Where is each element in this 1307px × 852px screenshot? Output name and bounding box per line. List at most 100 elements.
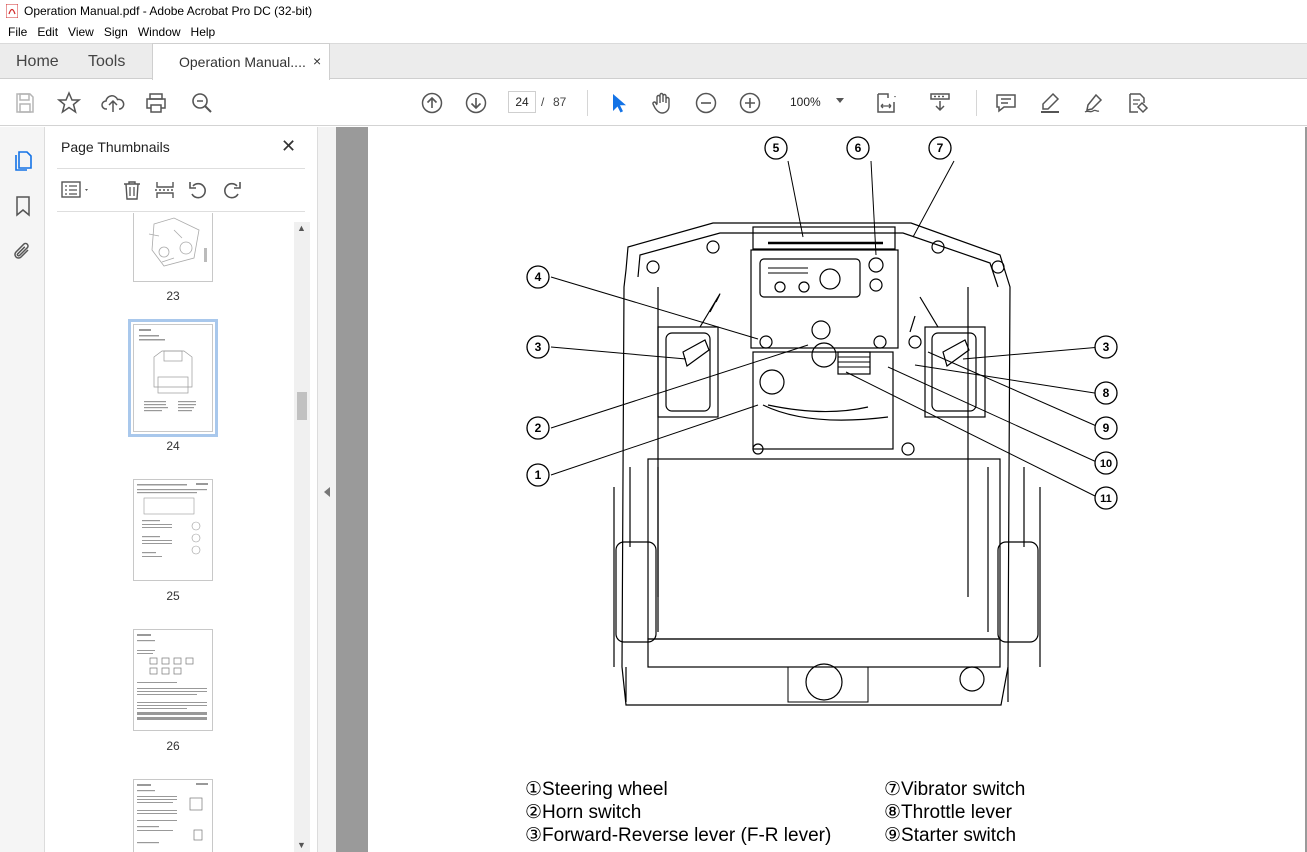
machine-diagram: 1 2 3 3 4 5 6 7 8 9 10 11 <box>526 136 1118 706</box>
callout-2: 2 <box>526 416 550 440</box>
legend-item-vibrator-switch: ⑦Vibrator switch <box>884 779 1026 800</box>
close-tab-icon[interactable]: × <box>313 53 322 69</box>
menu-sign[interactable]: Sign <box>103 25 128 39</box>
callout-11: 11 <box>1094 486 1118 510</box>
thumbnail-scrollbar[interactable]: ▲ ▼ <box>294 222 310 852</box>
collapse-panel-icon[interactable] <box>324 487 330 497</box>
fill-sign-icon[interactable] <box>1126 91 1150 115</box>
page-number-input[interactable]: 24 <box>508 91 536 113</box>
pdf-page: 1 2 3 3 4 5 6 7 8 9 10 11 ①Steering whee… <box>368 127 1305 852</box>
thumbnail-preview <box>137 783 208 844</box>
svg-text:5: 5 <box>773 141 780 155</box>
save-icon[interactable] <box>13 91 37 115</box>
thumbnail-label: 25 <box>166 589 180 603</box>
callout-8: 8 <box>1094 381 1118 405</box>
zoom-in-icon[interactable] <box>738 91 762 115</box>
thumbnail-label: 24 <box>166 439 180 453</box>
navigation-rail <box>0 127 45 852</box>
tab-home[interactable]: Home <box>16 53 59 70</box>
insert-page-icon[interactable] <box>154 179 176 201</box>
tab-document[interactable]: Operation Manual.... × <box>152 43 330 80</box>
scroll-up-arrow[interactable]: ▲ <box>297 223 306 233</box>
rotate-left-icon[interactable] <box>187 179 209 201</box>
fit-page-icon[interactable] <box>874 91 898 115</box>
sign-icon[interactable] <box>1082 91 1106 115</box>
total-pages: 87 <box>553 95 567 109</box>
scroll-down-arrow[interactable]: ▼ <box>297 840 306 850</box>
thumbnail-page[interactable] <box>133 629 213 731</box>
scroll-mode-icon[interactable] <box>928 91 952 115</box>
window-title: Operation Manual.pdf - Adobe Acrobat Pro… <box>24 4 313 18</box>
chevron-down-icon[interactable] <box>836 98 844 103</box>
callout-4: 4 <box>526 265 550 289</box>
tab-tools[interactable]: Tools <box>88 53 126 70</box>
search-zoom-icon[interactable] <box>190 91 214 115</box>
upload-icon[interactable] <box>101 91 125 115</box>
legend-item-fr-lever: ③Forward-Reverse lever (F-R lever) <box>525 825 832 846</box>
hand-icon[interactable] <box>650 91 674 115</box>
svg-text:2: 2 <box>535 421 542 435</box>
callout-10: 10 <box>1094 451 1118 475</box>
svg-text:9: 9 <box>1103 421 1110 435</box>
document-view[interactable]: 1 2 3 3 4 5 6 7 8 9 10 11 ①Steering whee… <box>336 127 1307 852</box>
menu-view[interactable]: View <box>68 25 94 39</box>
acrobat-app-icon <box>6 4 18 18</box>
document-tab-label: Operation Manual.... <box>179 54 306 70</box>
legend-item-steering-wheel: ①Steering wheel <box>525 779 668 800</box>
star-icon[interactable] <box>57 91 81 115</box>
callout-7: 7 <box>928 136 952 160</box>
callout-3-left: 3 <box>526 335 550 359</box>
panel-title: Page Thumbnails <box>61 139 170 155</box>
menu-window[interactable]: Window <box>137 25 181 39</box>
svg-text:6: 6 <box>855 141 862 155</box>
menu-edit[interactable]: Edit <box>37 25 59 39</box>
thumbnail-list: 23 24 <box>45 213 303 852</box>
callout-6: 6 <box>846 136 870 160</box>
svg-text:11: 11 <box>1100 493 1112 505</box>
thumbnail-page[interactable] <box>128 319 218 437</box>
panel-divider <box>57 211 305 212</box>
highlight-icon[interactable] <box>1038 91 1062 115</box>
thumbnail-page[interactable] <box>133 213 213 282</box>
delete-icon[interactable] <box>121 179 143 201</box>
callout-3-right: 3 <box>1094 335 1118 359</box>
svg-text:1: 1 <box>535 468 542 482</box>
zoom-level-select[interactable]: 100% <box>790 95 821 109</box>
panel-splitter[interactable] <box>317 127 336 852</box>
toolbar-divider <box>587 90 588 116</box>
print-icon[interactable] <box>144 91 168 115</box>
legend-item-throttle-lever: ⑧Throttle lever <box>884 802 1012 823</box>
scrollbar-thumb[interactable] <box>297 392 307 420</box>
menu-help[interactable]: Help <box>190 25 216 39</box>
comment-icon[interactable] <box>994 91 1018 115</box>
thumbnail-page[interactable] <box>133 479 213 581</box>
page-thumbnails-icon[interactable] <box>11 148 35 172</box>
thumbnail-preview <box>137 634 207 720</box>
menu-file[interactable]: File <box>8 25 28 39</box>
thumbnail-options-icon[interactable] <box>61 179 88 201</box>
page-separator: / <box>541 95 545 109</box>
menu-bar: File Edit View Sign Window Help <box>0 22 1307 42</box>
legend-item-starter-switch: ⑨Starter switch <box>884 825 1017 846</box>
attachment-icon[interactable] <box>11 240 35 264</box>
legend-item-horn-switch: ②Horn switch <box>525 802 642 823</box>
zoom-out-icon[interactable] <box>694 91 718 115</box>
close-panel-icon[interactable]: ✕ <box>281 136 297 156</box>
thumbnail-preview <box>148 217 207 267</box>
tab-bar: Home Tools Operation Manual.... × <box>0 43 1307 80</box>
thumbnail-page[interactable] <box>133 779 213 852</box>
toolbar-divider <box>976 90 977 116</box>
bookmark-icon[interactable] <box>11 194 35 218</box>
thumbnail-label: 23 <box>166 289 180 303</box>
panel-divider <box>57 168 305 169</box>
svg-text:4: 4 <box>535 270 542 284</box>
svg-text:7: 7 <box>937 141 944 155</box>
rotate-right-icon[interactable] <box>221 179 243 201</box>
page-up-icon[interactable] <box>420 91 444 115</box>
page-thumbnails-panel: Page Thumbnails ✕ <box>45 127 317 852</box>
select-cursor-icon[interactable] <box>606 91 630 115</box>
thumbnail-preview <box>137 483 208 557</box>
svg-text:3: 3 <box>1103 340 1110 354</box>
page-down-icon[interactable] <box>464 91 488 115</box>
